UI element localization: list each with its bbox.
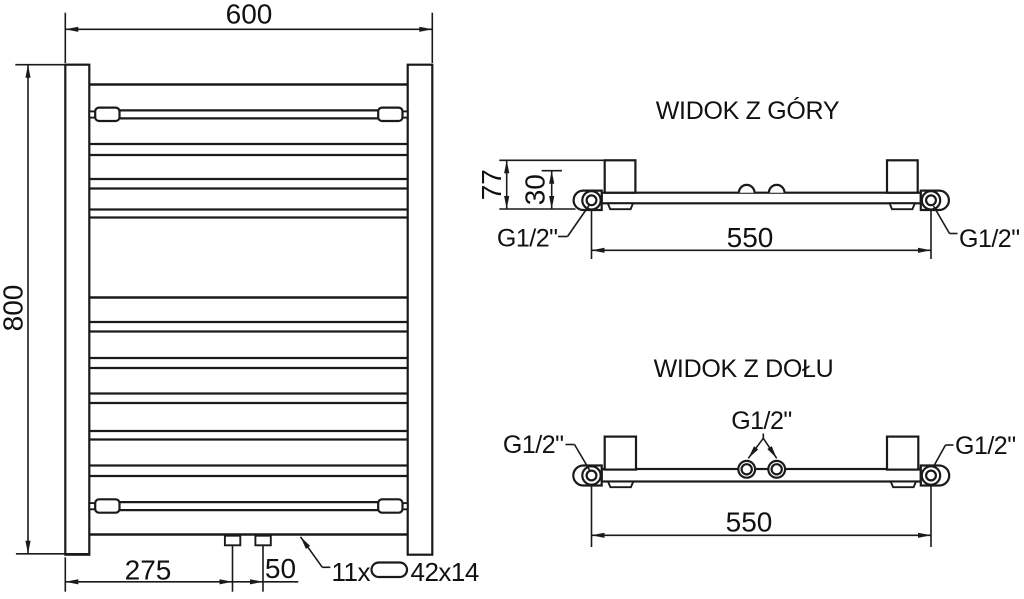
thread-label: G1/2" (731, 407, 792, 435)
thread-label-bottom-center: G1/2" (731, 407, 792, 459)
tube-lines-single (89, 83, 408, 536)
thread-label-top-left: G1/2" (497, 205, 590, 253)
dim-550-value: 550 (727, 222, 774, 253)
wall-bracket (603, 159, 637, 194)
dimension-connections: 275 50 (64, 545, 299, 592)
wall-bracket (885, 159, 919, 194)
arrowhead-right (918, 532, 931, 538)
dimension-depth: 77 (476, 159, 605, 210)
thread-label: G1/2" (959, 225, 1020, 253)
dimension-top-550: 550 (590, 210, 932, 259)
leader-line (932, 205, 951, 234)
thread-label-bottom-right: G1/2" (932, 432, 1016, 468)
arrowhead-down (549, 196, 555, 209)
thread-label-bottom-left: G1/2" (503, 431, 591, 471)
bracket-foot (606, 480, 635, 489)
center-connection-bump (767, 183, 786, 193)
tube-count-label: 11x (332, 557, 371, 587)
arrowhead-right (250, 579, 263, 585)
thread-inner-circle (585, 469, 598, 482)
arrowhead-left (65, 26, 79, 32)
dimension-bottom-550: 550 (590, 485, 932, 547)
center-connection-circle-inner (770, 463, 783, 476)
dim-550-value: 550 (726, 507, 773, 538)
thread-label: G1/2" (955, 432, 1016, 460)
dimension-height: 800 (0, 63, 89, 555)
center-connection-circle-inner (740, 463, 753, 476)
top-view: WIDOK Z GÓRY 77 (476, 96, 1020, 259)
arrowhead (748, 446, 759, 459)
left-collector (64, 63, 91, 556)
wall-bracket (603, 435, 638, 471)
top-view-title: WIDOK Z GÓRY (656, 96, 840, 125)
dim-width-value: 600 (226, 0, 273, 30)
thread-label-top-right: G1/2" (932, 205, 1020, 253)
bracket-foot (606, 202, 635, 211)
arrowhead-up (504, 160, 510, 174)
thread-inner-circle (924, 194, 937, 207)
arrowhead (767, 446, 777, 459)
tube-profile-label: 42x14 (411, 557, 479, 587)
center-connection-bump (737, 183, 756, 193)
bottom-view-title: WIDOK Z DOŁU (654, 355, 834, 383)
top-hanger-bar (88, 106, 409, 123)
dim-wall-offset-value: 30 (520, 174, 551, 205)
arrowhead-right (918, 247, 931, 253)
dimension-width: 600 (64, 0, 434, 63)
leader-line (566, 205, 590, 237)
hanger-end-cap (94, 106, 121, 123)
arrowhead-down (504, 196, 510, 209)
arrowhead-right (219, 579, 233, 585)
arrowhead-down (25, 540, 31, 554)
right-collector (406, 63, 434, 556)
thread-label: G1/2" (503, 431, 564, 459)
connection-stub (254, 534, 272, 547)
arrowhead-right (419, 26, 433, 32)
arrowhead-left (591, 247, 605, 253)
dim-depth-value: 77 (476, 169, 507, 200)
flat-tube-profile-icon (370, 561, 409, 579)
arrowhead-up (549, 170, 555, 184)
arrowhead-left (65, 579, 79, 585)
hanger-end-cap (377, 498, 404, 514)
leader-line (932, 444, 947, 468)
dim-spacing-value: 50 (265, 553, 296, 584)
bracket-foot (888, 202, 917, 211)
leader-line (573, 444, 591, 471)
connection-stub (223, 534, 242, 547)
thread-inner-circle (585, 194, 598, 207)
arrowhead-up (25, 64, 31, 78)
radiator-body-bottom-view (600, 467, 922, 483)
dimension-wall-offset: 30 (520, 169, 562, 209)
arrowhead-left (591, 532, 605, 538)
dim-height-value: 800 (0, 285, 29, 332)
bracket-foot (889, 480, 918, 489)
hanger-end-cap (377, 106, 404, 123)
thread-label: G1/2" (497, 225, 558, 253)
bottom-hanger-bar (88, 498, 409, 514)
wall-bracket (885, 435, 920, 471)
front-view: 600 800 275 50 11x (0, 0, 479, 592)
tube-lines-pairs (89, 142, 408, 478)
hanger-end-cap (94, 498, 121, 514)
tube-count-leader: 11x 42x14 (299, 536, 479, 587)
arrowhead (300, 536, 311, 549)
thread-inner-circle (924, 469, 937, 482)
radiator-body-top-view (600, 191, 922, 205)
bottom-view: WIDOK Z DOŁU G1/2" (503, 355, 1016, 547)
dim-offset-value: 275 (125, 555, 172, 586)
